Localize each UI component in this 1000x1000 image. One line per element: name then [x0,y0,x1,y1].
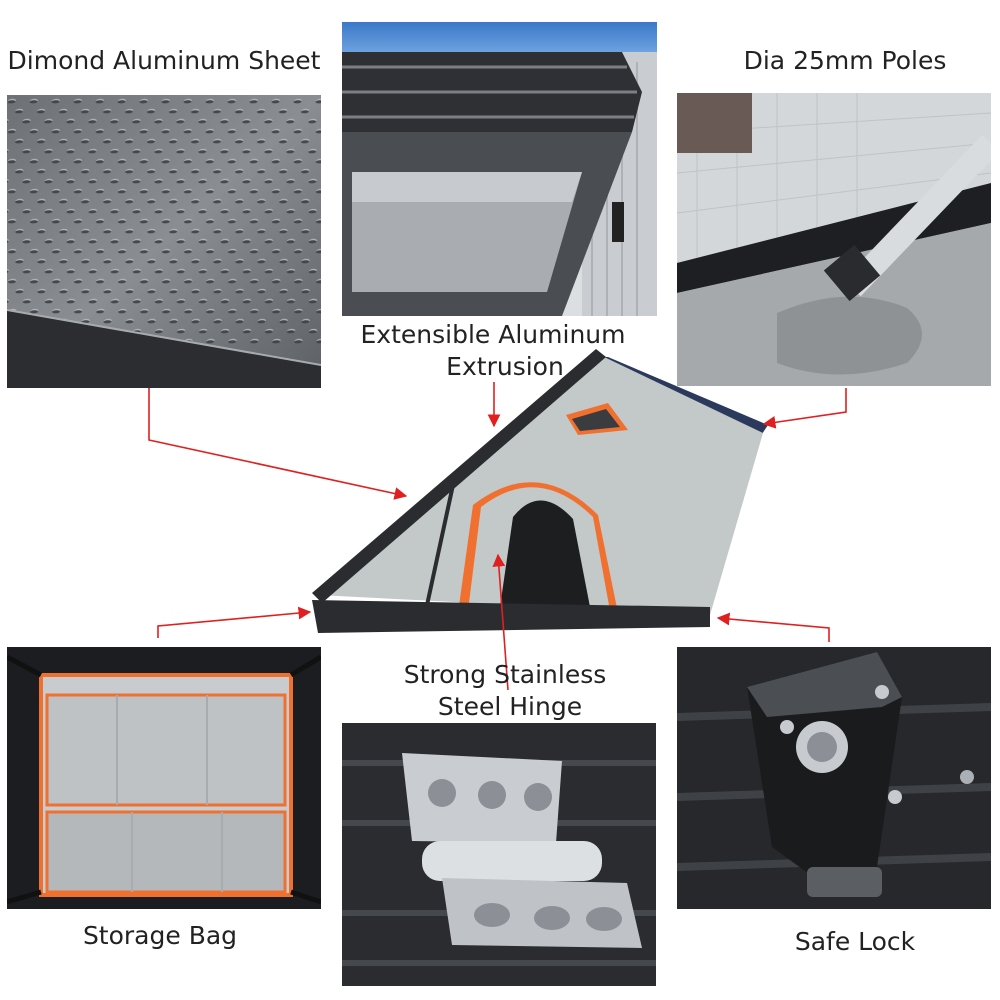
tent-poles-photo [677,93,991,386]
label-dia-25mm-poles: Dia 25mm Poles [743,46,947,75]
storage-bag-photo [7,647,321,909]
stainless-hinge-photo [342,723,656,986]
diamond-aluminum-sheet-photo [7,95,321,388]
label-extensible-aluminum-line2: Extrusion [446,352,564,381]
label-stainless-hinge-line2: Steel Hinge [437,692,583,721]
arrow-storage-bag [157,606,312,638]
label-safe-lock: Safe Lock [794,927,916,956]
label-extensible-aluminum-line1: Extensible Aluminum [360,320,626,349]
label-stainless-hinge-line1: Strong Stainless [403,660,607,689]
safe-lock-photo [677,647,991,909]
aluminum-extrusion-photo [342,22,657,316]
rooftop-tent-illustration [308,345,774,640]
label-storage-bag: Storage Bag [82,921,238,950]
arrow-poles [762,388,847,429]
label-diamond-aluminum-sheet: Dimond Aluminum Sheet [7,46,321,75]
